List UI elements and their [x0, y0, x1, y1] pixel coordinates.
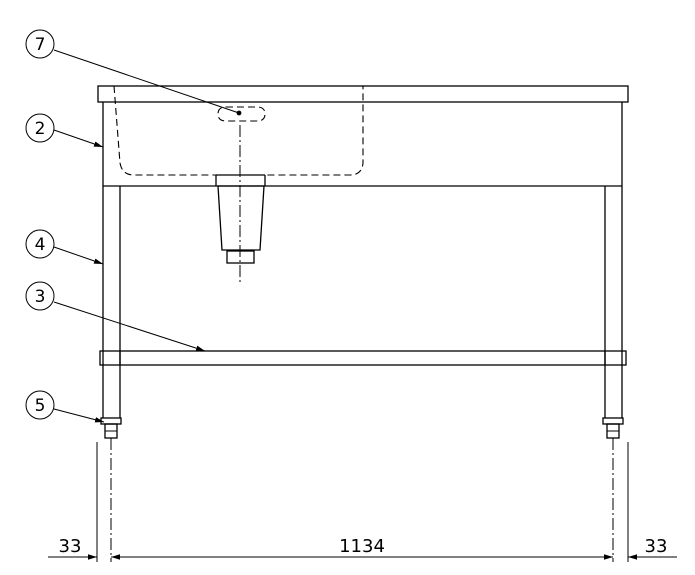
callout-7-number: 7 — [35, 35, 46, 55]
callout-4: 4 — [25, 229, 104, 265]
callout-3: 3 — [25, 281, 206, 352]
callout-3-number: 3 — [35, 287, 46, 307]
callout-5-number: 5 — [35, 396, 46, 416]
sink-bowl-hidden — [113, 85, 364, 176]
callout-5: 5 — [25, 390, 105, 423]
adjuster-foot-left — [100, 417, 122, 439]
dimension-left-text: 33 — [59, 536, 82, 557]
dimension-right-text: 33 — [645, 536, 668, 557]
callout-7: 7 — [25, 29, 242, 116]
callout-2-number: 2 — [35, 119, 46, 139]
dimension-extension-lines — [96, 438, 629, 562]
leg-right — [604, 186, 623, 418]
callout-2: 2 — [25, 113, 104, 148]
adjuster-foot-right — [602, 417, 624, 439]
apron — [102, 102, 623, 187]
leg-left — [102, 186, 121, 418]
callout-4-number: 4 — [35, 235, 46, 255]
dimension-center-text: 1134 — [339, 536, 385, 557]
bottom-rail — [99, 350, 627, 366]
